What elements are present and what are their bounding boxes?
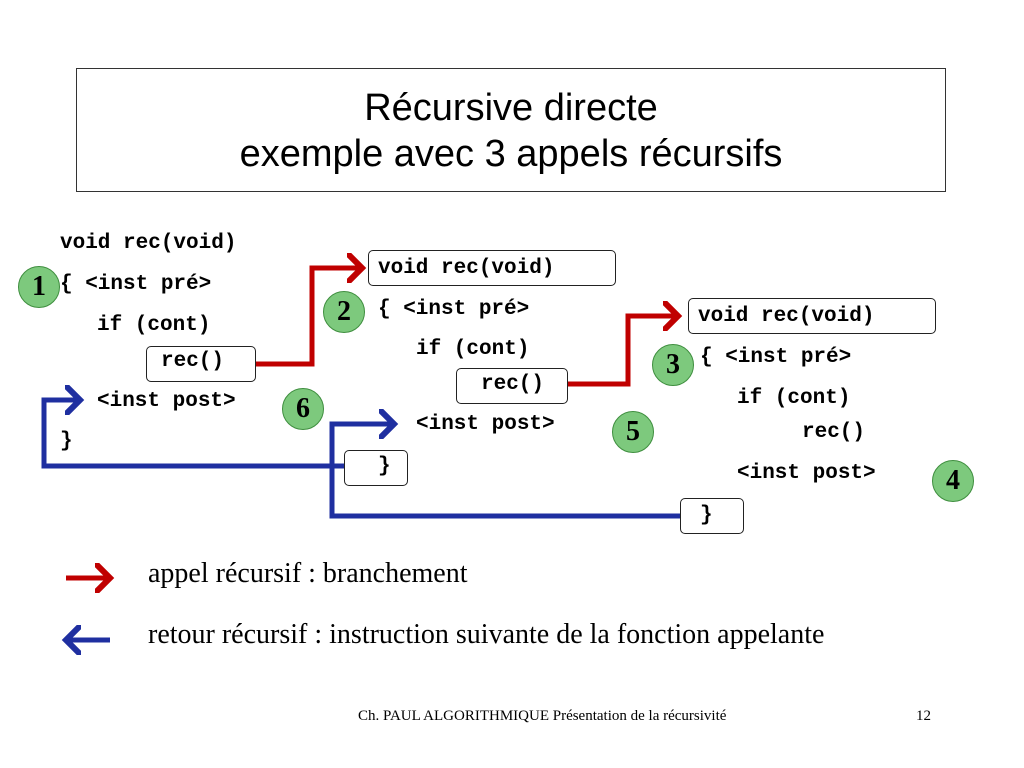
code-3-call: rec() [802, 421, 866, 444]
code-2-header: void rec(void) [378, 257, 555, 280]
code-3-post: <inst post> [737, 462, 876, 485]
close-box-3 [680, 498, 744, 534]
code-3-open: { <inst pré> [700, 346, 852, 369]
code-1-call: rec() [161, 350, 225, 373]
code-2-open: { <inst pré> [378, 298, 530, 321]
header-box-3 [688, 298, 936, 334]
step-marker-6: 6 [282, 388, 324, 430]
call-box-1 [146, 346, 256, 382]
code-1-header: void rec(void) [60, 232, 237, 255]
return-arrow-1 [329, 424, 682, 519]
slide-subtitle: exemple avec 3 appels récursifs [239, 133, 783, 175]
code-1-post: <inst post> [97, 390, 236, 413]
close-box-2 [344, 450, 408, 486]
code-3-header: void rec(void) [698, 305, 875, 328]
return-arrow-2 [41, 400, 346, 469]
code-2-cond: if (cont) [416, 338, 530, 361]
legend-return-label: retour récursif : instruction suivante d… [148, 619, 825, 650]
slide-title: Récursive directe [364, 87, 658, 129]
step-marker-5: 5 [612, 411, 654, 453]
code-3-cond: if (cont) [737, 387, 851, 410]
header-box-2 [368, 250, 616, 286]
code-2-close: } [378, 455, 391, 478]
page-number: 12 [916, 708, 931, 724]
code-2-post: <inst post> [416, 413, 555, 436]
step-marker-2: 2 [323, 291, 365, 333]
title-box: Récursive directe exemple avec 3 appels … [76, 68, 946, 192]
footer-text: Ch. PAUL ALGORITHMIQUE Présentation de l… [358, 708, 727, 724]
step-marker-1: 1 [18, 266, 60, 308]
call-box-2 [456, 368, 568, 404]
code-1-open: { <inst pré> [60, 273, 212, 296]
code-3-close: } [700, 504, 713, 527]
code-1-close: } [60, 430, 73, 453]
code-2-call: rec() [481, 373, 545, 396]
call-arrow-2 [568, 316, 678, 387]
step-marker-3: 3 [652, 344, 694, 386]
step-marker-4: 4 [932, 460, 974, 502]
legend-call-label: appel récursif : branchement [148, 558, 468, 589]
call-arrow-1 [256, 268, 362, 367]
code-1-cond: if (cont) [97, 314, 211, 337]
